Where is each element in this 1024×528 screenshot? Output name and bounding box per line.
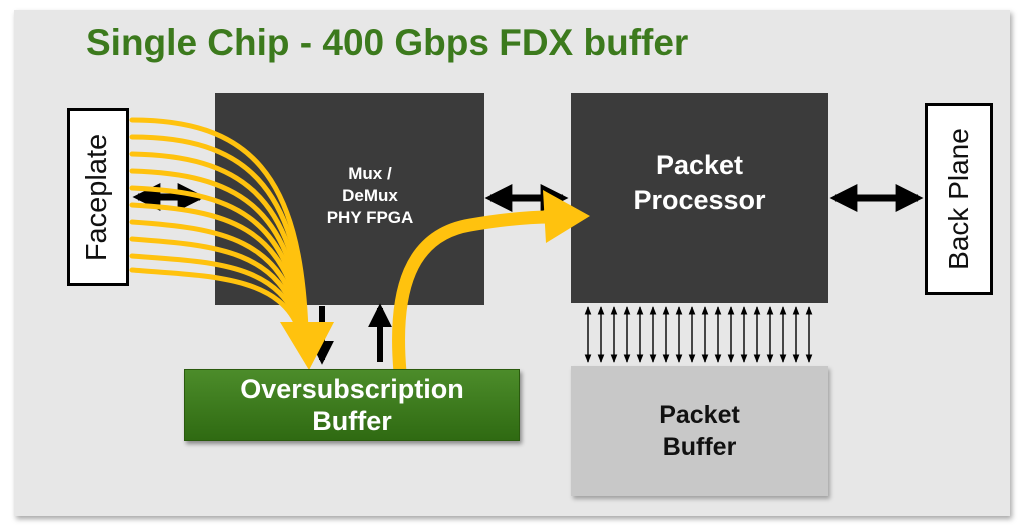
processor-buffer-bus (584, 306, 813, 363)
mux-label-line1: Mux / (348, 164, 392, 183)
oversubscription-label-line1: Oversubscription (240, 374, 464, 404)
packet-processor-label-line1: Packet (655, 150, 744, 180)
mux-demux-label: Mux / DeMux PHY FPGA (305, 163, 435, 229)
egress-flow-arrow (392, 210, 559, 379)
ingress-flow-arrows (129, 117, 309, 333)
packet-buffer-label-line1: Packet (659, 401, 740, 429)
faceplate-block: Faceplate (67, 108, 129, 286)
ingress-arrowhead (280, 322, 334, 370)
diagram-title: Single Chip - 400 Gbps FDX buffer (86, 22, 689, 63)
packet-buffer-block: Packet Buffer (571, 366, 828, 496)
egress-arrowhead (543, 190, 590, 243)
packet-processor-label-line2: Processor (633, 185, 766, 215)
oversubscription-label-line2: Buffer (312, 406, 392, 436)
mux-label-line3: PHY FPGA (326, 208, 414, 227)
packet-processor-block: Packet Processor (571, 93, 828, 303)
back-plane-block: Back Plane (925, 103, 993, 295)
packet-buffer-label-line2: Buffer (662, 433, 737, 461)
oversubscription-buffer-block: Oversubscription Buffer (184, 369, 520, 441)
mux-label-line2: DeMux (342, 186, 398, 205)
